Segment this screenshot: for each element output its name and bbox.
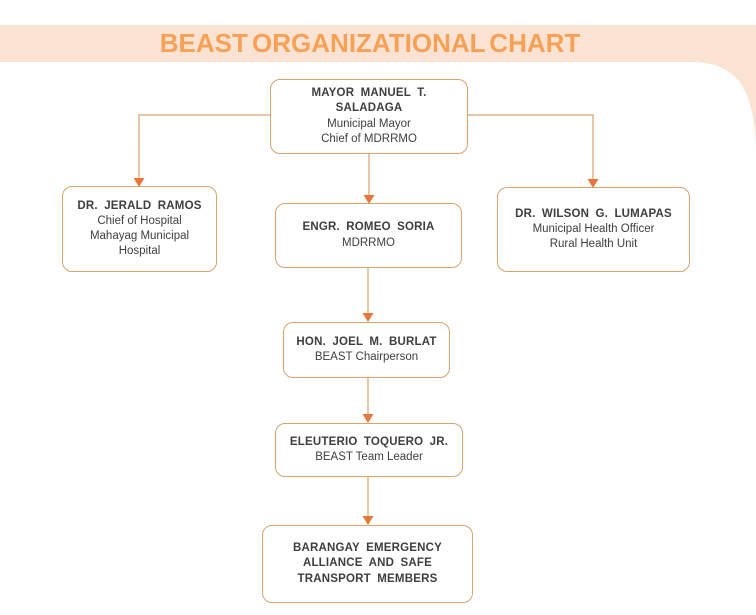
node-name: BARANGAY EMERGENCY ALLIANCE AND SAFE TRA… [292,542,443,585]
arrowhead-down-icon [362,313,374,322]
org-node-burlat: HON. JOEL M. BURLAT BEAST Chairperson [283,322,450,378]
page-title: BEAST ORGANIZATIONAL CHART [159,28,581,58]
org-node-soria: ENGR. ROMEO SORIA MDRRMO [275,203,462,268]
connector-mayor-ramos [138,114,270,179]
arrowhead-down-icon [362,414,374,423]
org-node-ramos: DR. JERALD RAMOS Chief of Hospital Mahay… [62,186,217,272]
org-node-members: BARANGAY EMERGENCY ALLIANCE AND SAFE TRA… [262,525,473,603]
node-subtitle: Municipal Health Officer Rural Health Un… [532,222,655,251]
node-subtitle: MDRRMO [341,236,396,249]
title-banner: BEAST ORGANIZATIONAL CHART [0,25,756,62]
node-subtitle: Municipal Mayor Chief of MDRRMO [321,117,417,145]
node-subtitle: Chief of Hospital Mahayag Municipal Hosp… [89,214,190,258]
node-name: DR. JERALD RAMOS [77,199,202,212]
node-name: DR. WILSON G. LUMAPAS [515,207,672,220]
org-node-mayor: MAYOR MANUEL T. SALADAGA Municipal Mayor… [270,79,468,154]
banner-corner-curve [695,62,756,148]
node-subtitle: BEAST Chairperson [314,351,419,363]
node-name: MAYOR MANUEL T. SALADAGA [311,87,427,115]
node-name: ENGR. ROMEO SORIA [302,221,435,234]
org-node-toquero: ELEUTERIO TOQUERO JR. BEAST Team Leader [275,423,463,477]
arrowhead-down-icon [362,516,374,525]
node-name: HON. JOEL M. BURLAT [296,335,437,348]
connector-mayor-lumapas [468,114,594,180]
node-name: ELEUTERIO TOQUERO JR. [289,435,449,448]
org-node-lumapas: DR. WILSON G. LUMAPAS Municipal Health O… [497,187,690,272]
node-subtitle: BEAST Team Leader [315,451,423,463]
